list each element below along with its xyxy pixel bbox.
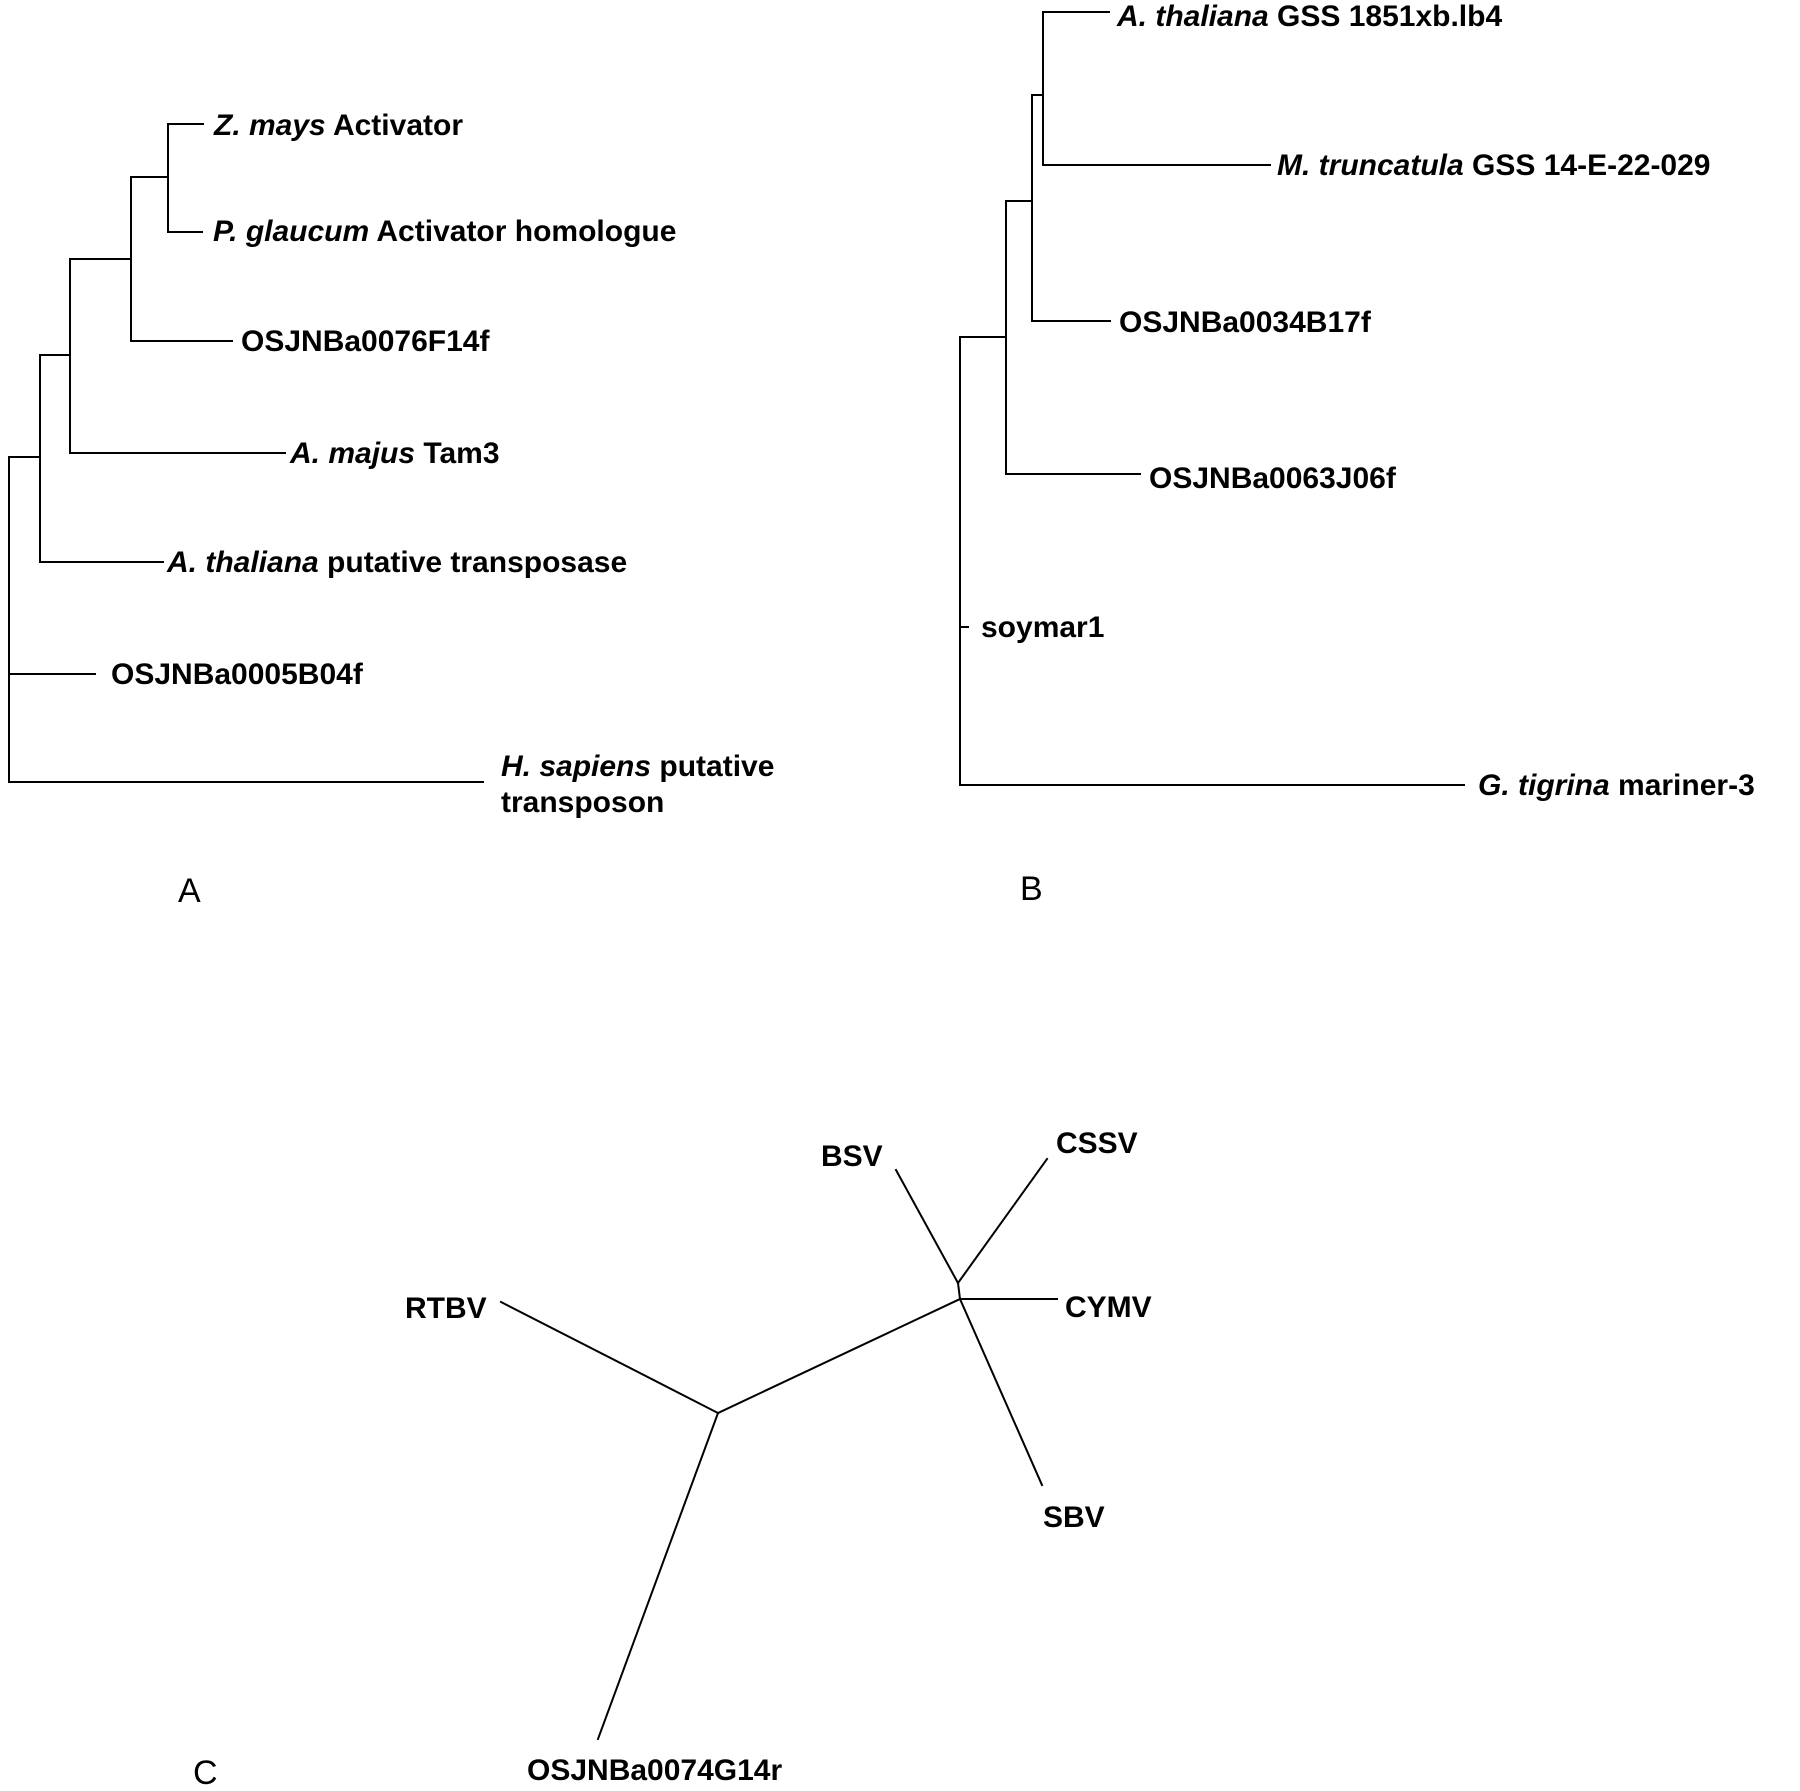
panel-a-tree: Z. mays Activator P. glaucum Activator h…: [8, 109, 774, 910]
leaf-description: GSS 1851xb.lb4: [1269, 0, 1503, 33]
species-name: Z. mays: [213, 109, 326, 142]
panel-a-leaf-label: A. majus Tam3: [289, 437, 500, 470]
panel-b-leaf-label: M. truncatula GSS 14-E-22-029: [1277, 149, 1710, 182]
panel-a-leaf-label: H. sapiens putative: [501, 750, 774, 783]
panel-c-leaf-label: OSJNBa0074G14r: [527, 1754, 782, 1787]
panel-c-leaf-label: CSSV: [1056, 1127, 1138, 1160]
panel-c-branch: [596, 1411, 720, 1741]
panel-b-leaf-label: soymar1: [981, 611, 1104, 644]
leaf-description: putative transposase: [319, 546, 627, 579]
panel-c-leaf-label: BSV: [821, 1140, 883, 1173]
panel-c-branch: [894, 1168, 960, 1285]
panel-c-branch: [956, 1157, 1049, 1285]
panel-a-leaf-label: OSJNBa0005B04f: [111, 658, 364, 691]
leaf-description: mariner-3: [1610, 769, 1755, 802]
panel-c-branch: [716, 1297, 962, 1415]
panel-a-leaf-label: P. glaucum Activator homologue: [213, 215, 676, 248]
species-name: A. majus: [289, 437, 415, 470]
panel-c-tree: BSV CSSV RTBV CYMV SBV OSJNBa0074G14r C: [193, 1127, 1152, 1791]
leaf-description: Tam3: [415, 437, 499, 470]
leaf-description: Activator: [326, 109, 464, 142]
panel-a-leaf-label: A. thaliana putative transposase: [166, 546, 627, 579]
panel-c-branch: [958, 1297, 1044, 1487]
panel-b-letter: B: [1020, 870, 1043, 908]
panel-b-tree: A. thaliana GSS 1851xb.lb4 M. truncatula…: [959, 0, 1755, 908]
panel-a-leaf-label: Z. mays Activator: [213, 109, 463, 142]
panel-c-leaf-label: CYMV: [1065, 1291, 1152, 1324]
species-name: H. sapiens: [501, 750, 651, 783]
panel-a-leaf-label: OSJNBa0076F14f: [241, 325, 490, 358]
species-name: P. glaucum: [213, 215, 369, 248]
panel-b-leaf-label: OSJNBa0063J06f: [1149, 462, 1397, 495]
panel-c-letter: C: [193, 1754, 218, 1791]
panel-a-letter: A: [178, 872, 201, 910]
panel-b-leaf-label: A. thaliana GSS 1851xb.lb4: [1116, 0, 1502, 33]
panel-c-leaf-label: RTBV: [405, 1292, 487, 1325]
species-name: A. thaliana: [1116, 0, 1269, 33]
leaf-description: Activator homologue: [369, 215, 676, 248]
panel-c-leaf-label: SBV: [1043, 1501, 1105, 1534]
panel-b-leaf-label: OSJNBa0034B17f: [1119, 306, 1372, 339]
species-name: G. tigrina: [1478, 769, 1610, 802]
panel-b-leaf-label: G. tigrina mariner-3: [1478, 769, 1755, 802]
species-name: A. thaliana: [166, 546, 319, 579]
panel-a-leaf-label-continued: transposon: [501, 786, 664, 819]
panel-c-branch: [956, 1281, 962, 1301]
panel-c-branch: [499, 1300, 720, 1415]
leaf-description: putative: [651, 750, 774, 783]
species-name: M. truncatula: [1277, 149, 1464, 182]
leaf-description: GSS 14-E-22-029: [1464, 149, 1711, 182]
